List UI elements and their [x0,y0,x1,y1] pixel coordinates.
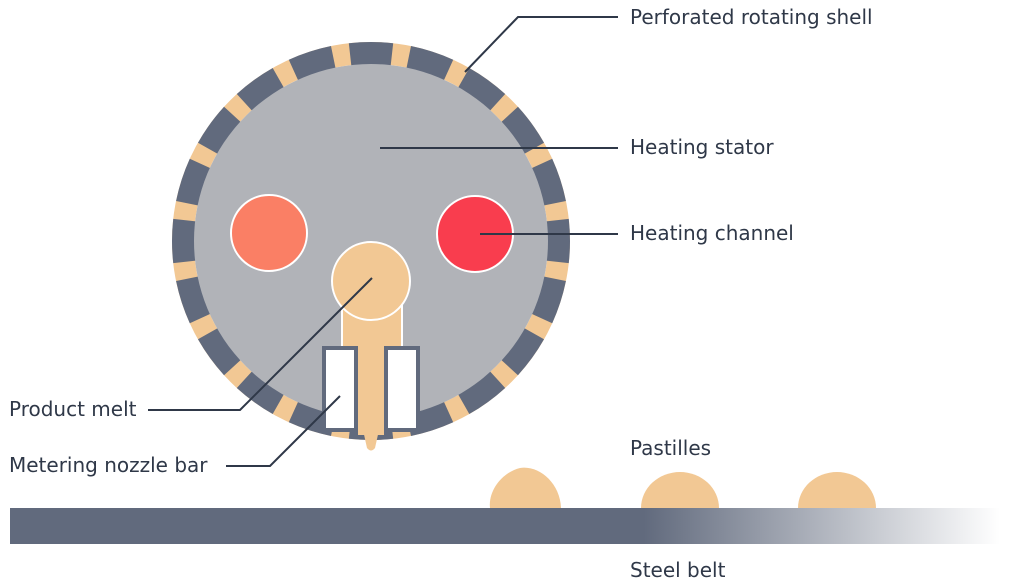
pastille [798,472,876,508]
product-melt-channel [331,241,411,357]
pastille [489,467,561,508]
heating-channel-left [230,194,308,272]
label-heating-channel: Heating channel [630,221,794,245]
label-product-melt: Product melt [9,397,137,421]
shell-segment [288,46,336,82]
label-metering-nozzle-bar: Metering nozzle bar [9,453,208,477]
shell-segment [172,218,198,264]
label-steel-belt: Steel belt [630,558,726,582]
leader-lines [148,16,618,467]
nozzle-bar-right [384,346,420,432]
shell-segment [176,276,212,324]
leader-perforated-shell [464,16,618,73]
label-perforated-rotating-shell: Perforated rotating shell [630,5,873,29]
shell-segment [500,106,545,155]
shell-segment [348,42,394,68]
shell-segment [530,276,566,324]
nozzle-stem [358,350,384,435]
pastille [641,472,719,508]
shell-segment [530,158,566,206]
label-pastilles: Pastilles [630,436,711,460]
product-melt [331,241,411,321]
steel-belt [10,508,1000,544]
metering-nozzle-bar [322,346,420,451]
shell-segment [236,370,285,415]
leader-product-melt [148,277,373,411]
leader-metering-nozzle [226,395,341,467]
nozzle-bar-left [322,346,358,432]
melt-drip [363,430,379,451]
shell-segment [176,158,212,206]
shell-segment [236,67,285,112]
shell-segment [457,370,506,415]
shell-segment [457,67,506,112]
pastilles-group [489,467,876,508]
shell-segment [544,218,570,264]
shell-segment [500,327,545,376]
shell-segment [197,106,242,155]
shell-segment [197,327,242,376]
shell-segment [406,46,454,82]
label-heating-stator: Heating stator [630,135,774,159]
